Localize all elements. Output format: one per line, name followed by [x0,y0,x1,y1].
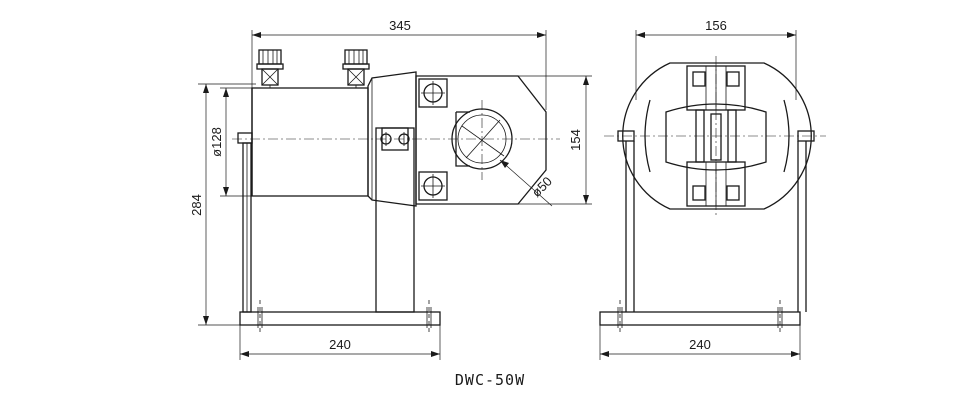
dimension-body-diameter: ø128 [209,87,252,197]
label-overall-height: 284 [189,194,204,216]
front-view: 156 240 [599,18,826,360]
dimension-284: 284 [189,83,256,326]
dimension-156: 156 [635,18,797,100]
stand-front [599,141,807,334]
label-opening-diameter: ø50 [529,174,555,200]
side-view: 345 284 ø128 154 [189,18,592,360]
dimension-345: 345 [251,18,547,110]
terminal-left [256,49,284,88]
label-overall-length: 345 [389,18,411,33]
label-jaw-height: 154 [568,129,583,151]
dimension-154: 154 [518,75,592,205]
label-front-base-width: 240 [689,337,711,352]
model-title: DWC-50W [455,371,525,389]
terminal-right [342,49,370,88]
label-body-diameter: ø128 [209,127,224,157]
dimension-side-base: 240 [239,325,441,360]
dimension-front-base: 240 [599,325,801,360]
stand-side [239,127,441,334]
dimension-opening-diameter: ø50 [499,159,555,207]
clamp-head [415,75,547,205]
cylinder-body [237,71,417,207]
label-side-base-width: 240 [329,337,351,352]
label-front-width: 156 [705,18,727,33]
